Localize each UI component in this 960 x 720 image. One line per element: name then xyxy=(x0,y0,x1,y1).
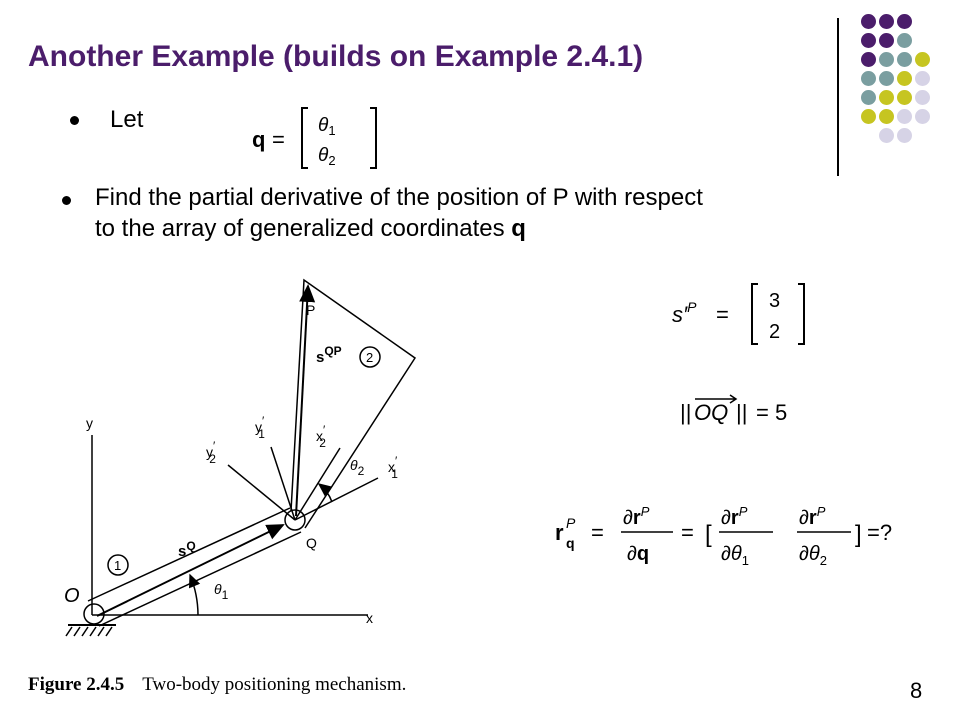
bullet-find-line2: to the array of generalized coordinates … xyxy=(95,215,526,242)
numerator: ∂rP xyxy=(721,504,748,529)
entry-3: 3 xyxy=(769,290,780,312)
equals-sign: = xyxy=(716,302,729,327)
decorative-dot xyxy=(879,90,894,105)
decorative-dot xyxy=(879,33,894,48)
denominator: ∂q xyxy=(627,543,649,565)
q-symbol: q xyxy=(252,127,265,152)
y2-prime-axis xyxy=(227,464,296,521)
denominator: ∂θ1 xyxy=(721,543,749,568)
equals-sign: = xyxy=(681,520,694,545)
body1-edge-top xyxy=(87,507,291,602)
norm-right-bars: || xyxy=(736,400,747,425)
theta2-entry: θ2 xyxy=(318,145,336,168)
label-body1: 1 xyxy=(114,558,121,573)
decorative-dot xyxy=(879,52,894,67)
right-bracket xyxy=(370,107,377,169)
page-number: 8 xyxy=(910,678,923,703)
decorative-dot xyxy=(861,52,876,67)
bullet-find-line1: Find the partial derivative of the posit… xyxy=(95,184,703,211)
body1-edge-bottom xyxy=(98,531,302,627)
bullet-marker xyxy=(70,116,79,125)
decorative-dot xyxy=(897,71,912,86)
label-p: P xyxy=(306,302,315,318)
x2-prime-axis xyxy=(294,447,341,521)
entry-2: 2 xyxy=(769,321,780,343)
joint-q xyxy=(284,509,306,531)
theta2-arc xyxy=(317,483,333,503)
label-x: x xyxy=(366,610,373,626)
equals-question: =? xyxy=(867,520,892,545)
label-x2-prime: x′2 xyxy=(316,423,326,450)
decorative-dot xyxy=(861,90,876,105)
right-bracket xyxy=(798,283,805,345)
decorative-dot xyxy=(861,71,876,86)
decorative-dot xyxy=(861,109,876,124)
joint-o xyxy=(83,603,105,625)
label-s-qp: sQP xyxy=(316,344,342,366)
sqp-vector xyxy=(295,284,316,517)
ground-hatch xyxy=(65,626,113,637)
left-bracket xyxy=(751,283,758,345)
label-y2-prime: y′2 xyxy=(206,439,216,466)
theta1-arc xyxy=(189,573,201,616)
vector-oq: OQ xyxy=(694,400,728,425)
label-x1-prime: x′1 xyxy=(388,454,398,481)
label-y: y xyxy=(86,415,93,431)
partial-derivative-equation: r P q = ∂rP ∂q = [ ∂rP ∂θ1 ∂rP ∂θ2 ] =? xyxy=(555,504,892,568)
label-theta2: θ2 xyxy=(350,457,365,478)
decorative-dot xyxy=(879,109,894,124)
equals-sign: = xyxy=(591,520,604,545)
s-prime-symbol: s′P xyxy=(672,299,697,327)
body1-circle xyxy=(107,554,129,576)
label-origin: O xyxy=(64,585,80,607)
theta1-entry: θ1 xyxy=(318,115,336,138)
subscript-q: q xyxy=(566,535,575,551)
mechanism-figure: P sQP 2 y y′2 y′1 x′2 θ2 x′1 Q sQ 1 O θ1… xyxy=(64,278,417,637)
numerator: ∂rP xyxy=(623,504,650,529)
q-definition-equation: q = θ1 θ2 xyxy=(252,107,377,169)
x1-prime-axis xyxy=(294,477,379,521)
body2-circle xyxy=(359,346,381,368)
equals-sign: = xyxy=(272,127,285,152)
decorative-dot xyxy=(915,71,930,86)
label-theta1: θ1 xyxy=(214,581,229,602)
label-y1-prime: y′1 xyxy=(255,414,265,441)
denominator: ∂θ2 xyxy=(799,543,827,568)
bullet-let: Let xyxy=(110,106,144,133)
equals-five: = 5 xyxy=(756,400,787,425)
title-divider xyxy=(837,18,839,176)
left-bracket xyxy=(301,107,308,169)
vector-arrow xyxy=(695,394,738,404)
decorative-dot xyxy=(879,128,894,143)
numerator: ∂rP xyxy=(799,504,826,529)
decorative-dot xyxy=(861,33,876,48)
label-body2: 2 xyxy=(366,350,373,365)
slide-title: Another Example (builds on Example 2.4.1… xyxy=(28,40,644,73)
norm-left-bars: || xyxy=(680,400,691,425)
decorative-dot xyxy=(897,14,912,29)
label-s-q: sQ xyxy=(178,539,196,560)
decorative-dot xyxy=(897,52,912,67)
s-prime-equation: s′P = 3 2 xyxy=(672,283,805,345)
open-bracket: [ xyxy=(705,521,712,548)
body2-outline xyxy=(290,278,417,529)
sq-vector xyxy=(96,524,285,617)
decorative-dot xyxy=(897,33,912,48)
decorative-dot xyxy=(879,71,894,86)
label-q: Q xyxy=(306,535,317,551)
decorative-dot xyxy=(879,14,894,29)
close-bracket: ] xyxy=(855,521,862,548)
decorative-dot xyxy=(915,109,930,124)
decorative-dot xyxy=(897,109,912,124)
norm-oq-equation: || OQ || = 5 xyxy=(680,394,787,425)
decorative-dot xyxy=(915,90,930,105)
bullet-marker xyxy=(62,196,71,205)
decorative-dot xyxy=(897,128,912,143)
r-symbol: r xyxy=(555,520,564,545)
decorative-dot xyxy=(861,14,876,29)
decorative-dot xyxy=(915,52,930,67)
superscript-p: P xyxy=(566,515,576,531)
decorative-dot xyxy=(897,90,912,105)
